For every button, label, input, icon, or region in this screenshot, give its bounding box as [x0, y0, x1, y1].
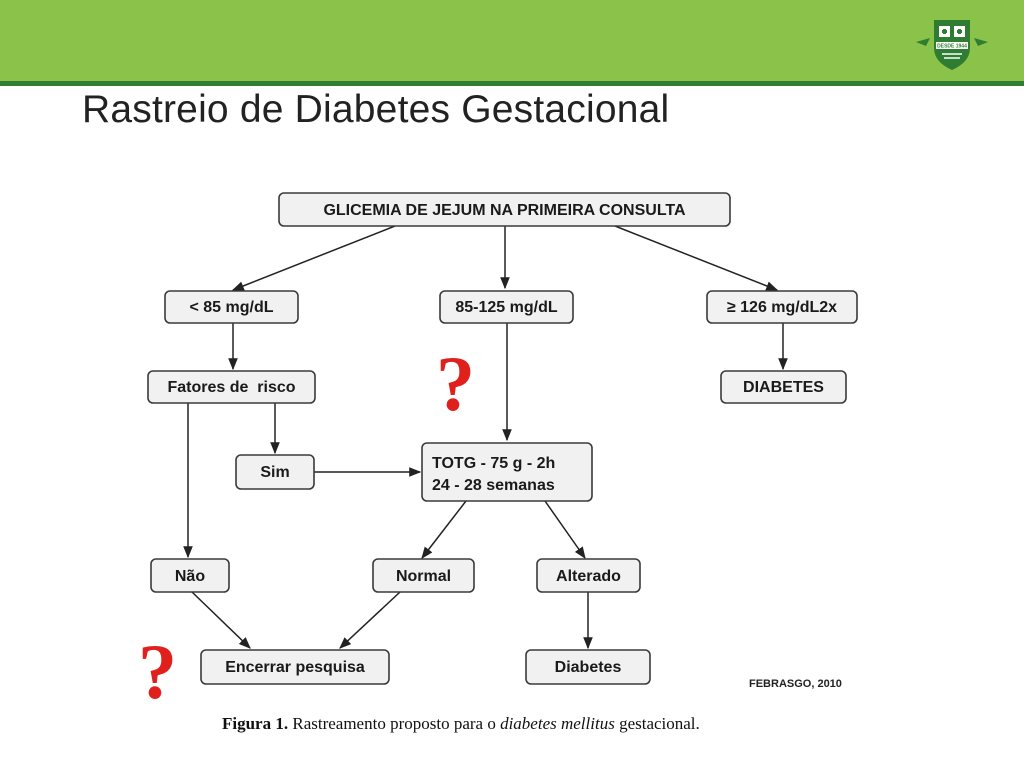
edge-totg-normal [421, 500, 467, 559]
node-nao-label: Não [175, 568, 205, 585]
edge-glicemia-gte126 [614, 225, 779, 291]
node-normal: Normal [372, 558, 475, 593]
node-gte126-label: ≥ 126 mg/dL2x [727, 299, 837, 316]
node-diabetes-top-label: DIABETES [743, 379, 824, 396]
node-sim-label: Sim [260, 464, 289, 481]
node-alterado: Alterado [536, 558, 641, 593]
node-alterado-label: Alterado [556, 568, 621, 585]
caption-text-after: gestacional. [614, 714, 700, 733]
caption-text-before: Rastreamento proposto para o [288, 714, 501, 733]
node-nao: Não [150, 558, 230, 593]
question-mark-lower: ? [138, 628, 177, 715]
node-gte126: ≥ 126 mg/dL2x [706, 290, 858, 324]
node-totg: TOTG - 75 g - 2h 24 - 28 semanas [421, 442, 593, 502]
node-lt85-label: < 85 mg/dL [189, 299, 273, 316]
figure-caption: Figura 1. Rastreamento proposto para o d… [222, 714, 700, 734]
shield-plus-logo-icon: DESDE 1944 [916, 20, 988, 70]
header-bar [0, 0, 1024, 86]
logo-text: DESDE 1944 [937, 44, 967, 50]
node-fatores: Fatores de risco [147, 370, 316, 404]
node-sim: Sim [235, 454, 315, 490]
node-diabetes-top: DIABETES [720, 370, 847, 404]
source-credit: FEBRASGO, 2010 [749, 678, 842, 690]
node-fatores-label: Fatores de risco [167, 379, 295, 396]
caption-italic: diabetes mellitus [500, 714, 615, 733]
edge-nao-encerrar [191, 591, 251, 649]
node-diabetes-bottom: Diabetes [525, 649, 651, 685]
node-totg-line1: TOTG - 75 g - 2h [432, 455, 555, 472]
node-diabetes-bottom-label: Diabetes [555, 659, 622, 676]
node-encerrar-label: Encerrar pesquisa [225, 659, 365, 676]
page-title: Rastreio de Diabetes Gestacional [82, 88, 670, 131]
question-mark-upper: ? [436, 340, 475, 427]
node-range: 85-125 mg/dL [439, 290, 574, 324]
edge-normal-encerrar [339, 591, 401, 649]
edge-totg-alterado [544, 500, 586, 559]
edge-glicemia-lt85 [231, 225, 396, 291]
node-normal-label: Normal [396, 568, 451, 585]
node-lt85: < 85 mg/dL [164, 290, 299, 324]
node-range-label: 85-125 mg/dL [455, 299, 557, 316]
node-encerrar: Encerrar pesquisa [200, 649, 390, 685]
node-glicemia: GLICEMIA DE JEJUM NA PRIMEIRA CONSULTA [278, 192, 731, 227]
caption-label: Figura 1. [222, 714, 289, 733]
node-glicemia-label: GLICEMIA DE JEJUM NA PRIMEIRA CONSULTA [323, 202, 686, 219]
node-totg-line2: 24 - 28 semanas [432, 477, 555, 494]
